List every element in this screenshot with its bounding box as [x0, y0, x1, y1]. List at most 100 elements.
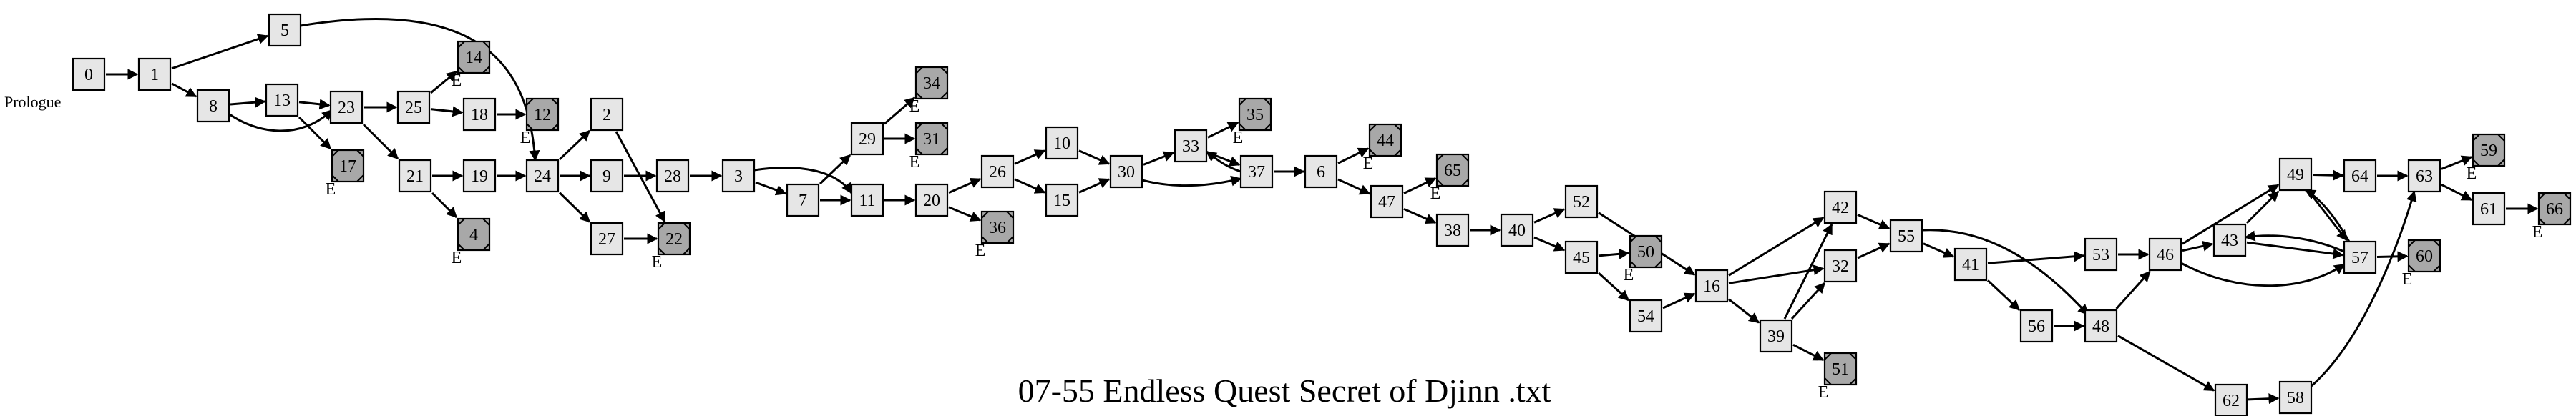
node-59-ending: 59E: [2467, 133, 2506, 183]
node-64-label: 64: [2351, 167, 2368, 186]
node-60-corner-1: [2433, 239, 2441, 247]
node-65-box: [1435, 153, 1470, 187]
node-65-corner-2: [1436, 179, 1444, 187]
node-51-box: [1823, 352, 1858, 386]
node-37-box: [1239, 154, 1274, 189]
node-44-label: 44: [1377, 132, 1394, 150]
node-34-end-marker: E: [909, 97, 920, 116]
node-28-box: [655, 159, 690, 193]
edge-30-to-37: [1141, 175, 1242, 187]
node-59-label: 59: [2480, 142, 2497, 160]
edge-49-to-64: [2312, 169, 2344, 181]
node-59-corner-2: [2472, 159, 2480, 167]
node-14-label: 14: [465, 49, 482, 67]
node-10-box: [1045, 126, 1079, 160]
edge-16-to-39: [1728, 298, 1760, 324]
node-36-end-marker: E: [975, 242, 986, 260]
node-36-corner-3: [1006, 236, 1014, 244]
node-66-corner-1: [2563, 192, 2571, 200]
node-25-box: [396, 90, 431, 124]
node-56-box: [2019, 309, 2054, 343]
node-1: 1: [137, 57, 172, 91]
node-50-corner-3: [1654, 260, 1662, 268]
node-53: 53: [2084, 237, 2118, 272]
edge-32-to-55: [1857, 242, 1890, 259]
edge-47-to-65: [1403, 177, 1437, 194]
node-4-corner-3: [482, 243, 490, 251]
node-35-label: 35: [1246, 106, 1264, 124]
node-14-corner-2: [457, 66, 465, 74]
node-55: 55: [1889, 219, 1923, 253]
node-65-corner-0: [1436, 154, 1444, 162]
node-31-corner-0: [915, 122, 923, 130]
node-35-end-marker: E: [1233, 129, 1244, 147]
node-4-corner-1: [482, 218, 490, 226]
node-19-label: 19: [471, 167, 488, 186]
edge-8-to-13: [230, 96, 266, 108]
node-50-end-marker: E: [1624, 266, 1634, 284]
edge-23-to-21: [362, 123, 399, 160]
node-22-label: 22: [665, 230, 683, 249]
node-17-corner-1: [356, 149, 364, 157]
node-46: 46: [2148, 237, 2182, 272]
node-60-label: 60: [2416, 247, 2433, 266]
edge-63-to-61: [2441, 183, 2473, 202]
edge-47-to-38: [1403, 208, 1437, 224]
edge-8-to-23: [227, 109, 333, 132]
node-26: 26: [980, 154, 1015, 189]
node-59-end-marker: E: [2467, 164, 2477, 183]
node-10-label: 10: [1053, 134, 1070, 153]
edge-43-to-49: [2245, 190, 2280, 224]
edge-45-to-54: [1597, 272, 1630, 302]
node-5-label: 5: [280, 21, 289, 40]
node-6-box: [1304, 154, 1338, 189]
node-8-box: [196, 89, 230, 123]
node-51-corner-3: [1849, 377, 1857, 385]
edge-6-to-44: [1337, 147, 1370, 164]
node-29: 29: [850, 122, 884, 156]
node-15-box: [1045, 183, 1079, 217]
node-51-ending: 51E: [1818, 352, 1858, 402]
node-37: 37: [1239, 154, 1274, 189]
node-28: 28: [655, 159, 690, 193]
node-11-label: 11: [859, 192, 875, 210]
node-22-corner-3: [683, 247, 691, 255]
node-15: 15: [1045, 183, 1079, 217]
node-39-box: [1759, 319, 1793, 353]
node-30-label: 30: [1118, 163, 1135, 182]
node-12-end-marker: E: [520, 129, 531, 147]
node-23-label: 23: [338, 99, 355, 117]
node-51-corner-2: [1824, 377, 1832, 385]
node-59-corner-1: [2497, 134, 2505, 142]
node-52-box: [1564, 184, 1599, 219]
node-47: 47: [1370, 184, 1404, 219]
node-27-box: [590, 222, 624, 256]
node-36-corner-2: [981, 236, 989, 244]
node-36-box: [980, 210, 1015, 244]
node-45: 45: [1564, 240, 1599, 274]
node-35-corner-3: [1264, 123, 1272, 131]
node-42-label: 42: [1832, 199, 1849, 217]
node-59-corner-3: [2497, 159, 2505, 167]
node-40-label: 40: [1508, 222, 1526, 240]
node-43: 43: [2212, 223, 2247, 257]
node-26-label: 26: [989, 163, 1006, 182]
edge-41-to-53: [1987, 251, 2085, 264]
node-22-corner-0: [658, 222, 665, 230]
node-34-corner-2: [915, 91, 923, 99]
node-5: 5: [268, 13, 302, 47]
node-60-corner-3: [2433, 264, 2441, 272]
node-54: 54: [1629, 299, 1663, 333]
edge-25-to-18: [430, 106, 464, 117]
node-24-label: 24: [534, 167, 551, 186]
edge-24-to-2: [558, 129, 591, 161]
node-41-label: 41: [1962, 256, 1979, 274]
node-9-label: 9: [602, 167, 611, 186]
node-60-box: [2407, 239, 2441, 273]
node-21: 21: [398, 159, 432, 193]
node-50-corner-2: [1629, 260, 1637, 268]
node-13-box: [265, 83, 299, 117]
node-58-box: [2278, 380, 2313, 415]
node-17-corner-0: [331, 149, 339, 157]
